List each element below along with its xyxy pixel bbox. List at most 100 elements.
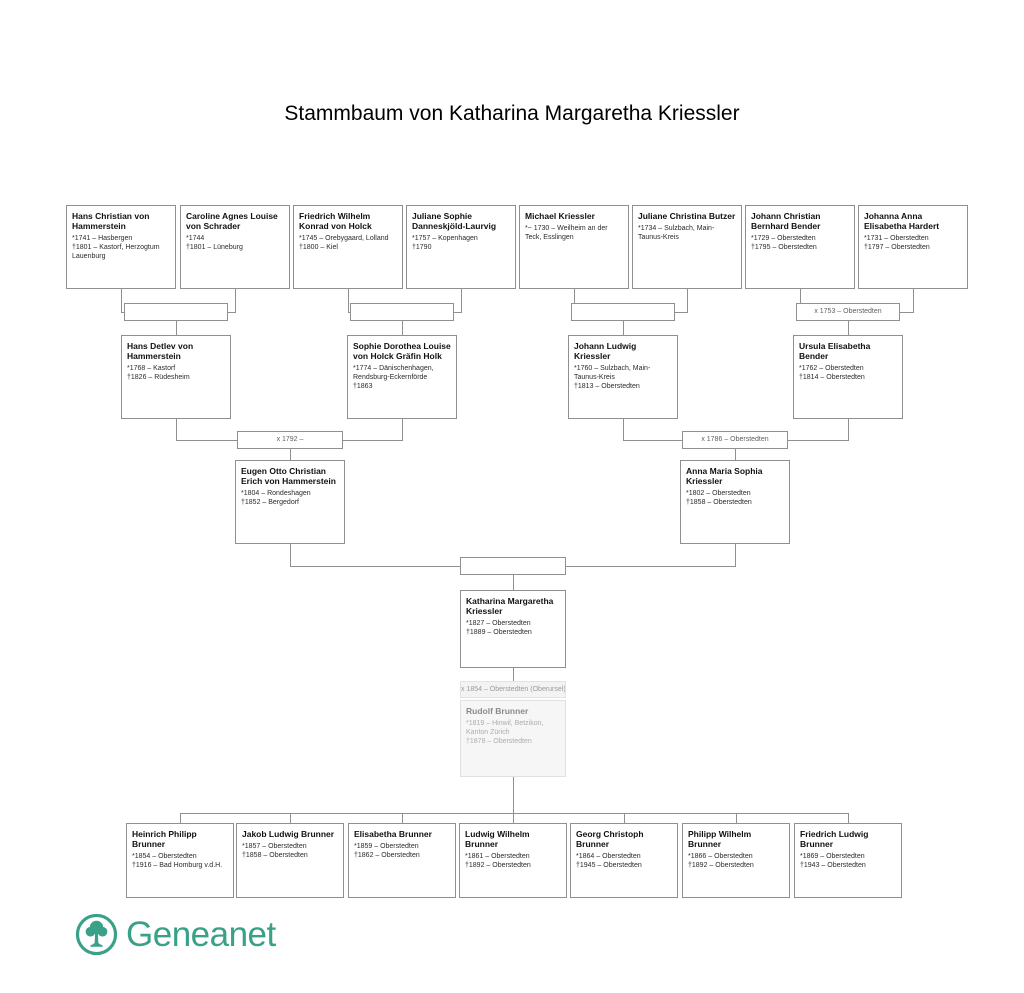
person-death: †1892 – Oberstedten xyxy=(688,862,754,870)
person-box-heinrich-philipp-brunner[interactable]: Heinrich Philipp Brunner *1854 – Oberste… xyxy=(126,823,234,898)
connector-line xyxy=(623,312,624,335)
person-birth: *1861 – Oberstedten xyxy=(465,853,530,861)
person-name: Sophie Dorothea Louise von Holck Gräfin … xyxy=(353,341,451,362)
person-name: Ludwig Wilhelm Brunner xyxy=(465,829,530,850)
person-name: Eugen Otto Christian Erich von Hammerste… xyxy=(241,466,336,487)
connector-line xyxy=(513,668,514,681)
person-birth: *1854 – Oberstedten xyxy=(132,853,197,861)
person-birth: *1760 – Sulzbach, Main-Taunus-Kreis xyxy=(574,365,651,382)
person-death: †1814 – Oberstedten xyxy=(799,374,865,382)
person-death: †1862 – Oberstedten xyxy=(354,852,420,860)
person-box-johanna-anna-elisabetha-hardert[interactable]: Johanna Anna Elisabetha Hardert *1731 – … xyxy=(858,205,968,289)
person-death: †1795 – Oberstedten xyxy=(751,244,817,252)
person-death: †1801 – Lüneburg xyxy=(186,244,243,252)
person-death: †1797 – Oberstedten xyxy=(864,244,930,252)
marriage-box-kriessler-butzer xyxy=(571,303,675,321)
person-box-hans-christian-von-hammerstein[interactable]: Hans Christian von Hammerstein *1741 – H… xyxy=(66,205,176,289)
person-box-sophie-dorothea-louise-von-holck[interactable]: Sophie Dorothea Louise von Holck Gräfin … xyxy=(347,335,457,419)
person-box-jakob-ludwig-brunner[interactable]: Jakob Ludwig Brunner *1857 – Oberstedten… xyxy=(236,823,344,898)
marriage-box-holck-danneskjold xyxy=(350,303,454,321)
person-birth: *1731 – Oberstedten xyxy=(864,235,929,243)
marriage-box-kriessler-brunner: x 1854 – Oberstedten (Oberursel) xyxy=(460,681,566,698)
geneanet-wordmark: Geneanet xyxy=(126,914,276,954)
connector-line xyxy=(402,419,403,440)
connector-line xyxy=(290,440,291,460)
person-birth: *1757 – Kopenhagen xyxy=(412,235,478,243)
connector-line xyxy=(461,289,462,312)
person-birth: *1741 – Hasbergen xyxy=(72,235,133,243)
person-birth: *1729 – Oberstedten xyxy=(751,235,816,243)
person-death: †1916 – Bad Homburg v.d.H. xyxy=(132,862,223,870)
person-birth: *1734 – Sulzbach, Main-Taunus-Kreis xyxy=(638,225,715,242)
connector-line xyxy=(736,813,737,823)
person-box-ursula-elisabetha-bender[interactable]: Ursula Elisabetha Bender *1762 – Oberste… xyxy=(793,335,903,419)
person-birth: *1744 xyxy=(186,235,205,243)
connector-line xyxy=(402,813,403,823)
person-birth: *1819 – Hinwil, Betzikon, Kanton Zürich xyxy=(466,720,544,737)
connector-line xyxy=(348,289,349,312)
person-box-hans-detlev-von-hammerstein[interactable]: Hans Detlev von Hammerstein *1768 – Kast… xyxy=(121,335,231,419)
person-death: †1790 xyxy=(412,244,432,252)
person-death: †1858 – Oberstedten xyxy=(686,499,752,507)
person-birth: *1762 – Oberstedten xyxy=(799,365,864,373)
person-death: †1878 – Oberstedten xyxy=(466,738,532,746)
person-name: Friedrich Ludwig Brunner xyxy=(800,829,869,850)
person-box-rudolf-brunner[interactable]: Rudolf Brunner *1819 – Hinwil, Betzikon,… xyxy=(460,700,566,777)
person-death: †1858 – Oberstedten xyxy=(242,852,308,860)
person-name: Friedrich Wilhelm Konrad von Holck xyxy=(299,211,372,232)
person-death: †1813 – Oberstedten xyxy=(574,383,640,391)
person-name: Michael Kriessler xyxy=(525,211,595,221)
person-box-katharina-margaretha-kriessler[interactable]: Katharina Margaretha Kriessler *1827 – O… xyxy=(460,590,566,668)
person-name: Juliane Sophie Danneskjöld-Laurvig xyxy=(412,211,497,232)
connector-line xyxy=(513,566,514,590)
person-box-juliane-christina-butzer[interactable]: Juliane Christina Butzer *1734 – Sulzbac… xyxy=(632,205,742,289)
person-birth: *1866 – Oberstedten xyxy=(688,853,753,861)
person-birth: *1774 – Dänischenhagen, Rendsburg-Eckern… xyxy=(353,365,434,382)
person-name: Katharina Margaretha Kriessler xyxy=(466,596,554,617)
marriage-box-hammerstein-schrader xyxy=(124,303,228,321)
person-box-philipp-wilhelm-brunner[interactable]: Philipp Wilhelm Brunner *1866 – Obersted… xyxy=(682,823,790,898)
person-box-elisabetha-brunner[interactable]: Elisabetha Brunner *1859 – Oberstedten †… xyxy=(348,823,456,898)
person-name: Georg Christoph Brunner xyxy=(576,829,644,850)
connector-line xyxy=(735,544,736,566)
person-box-ludwig-wilhelm-brunner[interactable]: Ludwig Wilhelm Brunner *1861 – Oberstedt… xyxy=(459,823,567,898)
person-box-anna-maria-sophia-kriessler[interactable]: Anna Maria Sophia Kriessler *1802 – Ober… xyxy=(680,460,790,544)
person-birth: *1859 – Oberstedten xyxy=(354,843,419,851)
person-name: Hans Christian von Hammerstein xyxy=(72,211,150,232)
person-name: Johann Ludwig Kriessler xyxy=(574,341,637,362)
connector-line xyxy=(800,289,801,312)
person-birth: *1745 – Orebygaard, Lolland xyxy=(299,235,389,243)
person-name: Anna Maria Sophia Kriessler xyxy=(686,466,763,487)
person-name: Jakob Ludwig Brunner xyxy=(242,829,335,839)
geneanet-logo[interactable]: Geneanet xyxy=(74,912,276,957)
person-box-georg-christoph-brunner[interactable]: Georg Christoph Brunner *1864 – Obersted… xyxy=(570,823,678,898)
person-name: Rudolf Brunner xyxy=(466,706,529,716)
person-death: †1943 – Oberstedten xyxy=(800,862,866,870)
geneanet-tree-icon xyxy=(75,913,118,956)
person-birth: *1869 – Oberstedten xyxy=(800,853,865,861)
person-death: †1889 – Oberstedten xyxy=(466,629,532,637)
person-name: Caroline Agnes Louise von Schrader xyxy=(186,211,278,232)
connector-line xyxy=(623,419,624,440)
connector-line xyxy=(574,289,575,312)
connector-line xyxy=(848,312,849,335)
person-box-friedrich-wilhelm-konrad-von-holck[interactable]: Friedrich Wilhelm Konrad von Holck *1745… xyxy=(293,205,403,289)
person-box-friedrich-ludwig-brunner[interactable]: Friedrich Ludwig Brunner *1869 – Oberste… xyxy=(794,823,902,898)
person-box-eugen-otto-christian-erich-von-hammerstein[interactable]: Eugen Otto Christian Erich von Hammerste… xyxy=(235,460,345,544)
connector-line xyxy=(121,289,122,312)
person-birth: *1804 – Rondeshagen xyxy=(241,490,311,498)
person-box-johann-christian-bernhard-bender[interactable]: Johann Christian Bernhard Bender *1729 –… xyxy=(745,205,855,289)
person-box-michael-kriessler[interactable]: Michael Kriessler *~ 1730 – Weilheim an … xyxy=(519,205,629,289)
person-name: Ursula Elisabetha Bender xyxy=(799,341,871,362)
person-name: Hans Detlev von Hammerstein xyxy=(127,341,194,362)
person-box-johann-ludwig-kriessler[interactable]: Johann Ludwig Kriessler *1760 – Sulzbach… xyxy=(568,335,678,419)
person-birth: *1802 – Oberstedten xyxy=(686,490,751,498)
connector-line xyxy=(176,312,177,335)
person-box-caroline-agnes-louise-von-schrader[interactable]: Caroline Agnes Louise von Schrader *1744… xyxy=(180,205,290,289)
person-name: Philipp Wilhelm Brunner xyxy=(688,829,752,850)
person-name: Juliane Christina Butzer xyxy=(638,211,736,221)
connector-line xyxy=(687,289,688,312)
person-box-juliane-sophie-danneskjold-laurvig[interactable]: Juliane Sophie Danneskjöld-Laurvig *1757… xyxy=(406,205,516,289)
person-name: Johann Christian Bernhard Bender xyxy=(751,211,821,232)
person-death: †1863 xyxy=(353,383,373,391)
